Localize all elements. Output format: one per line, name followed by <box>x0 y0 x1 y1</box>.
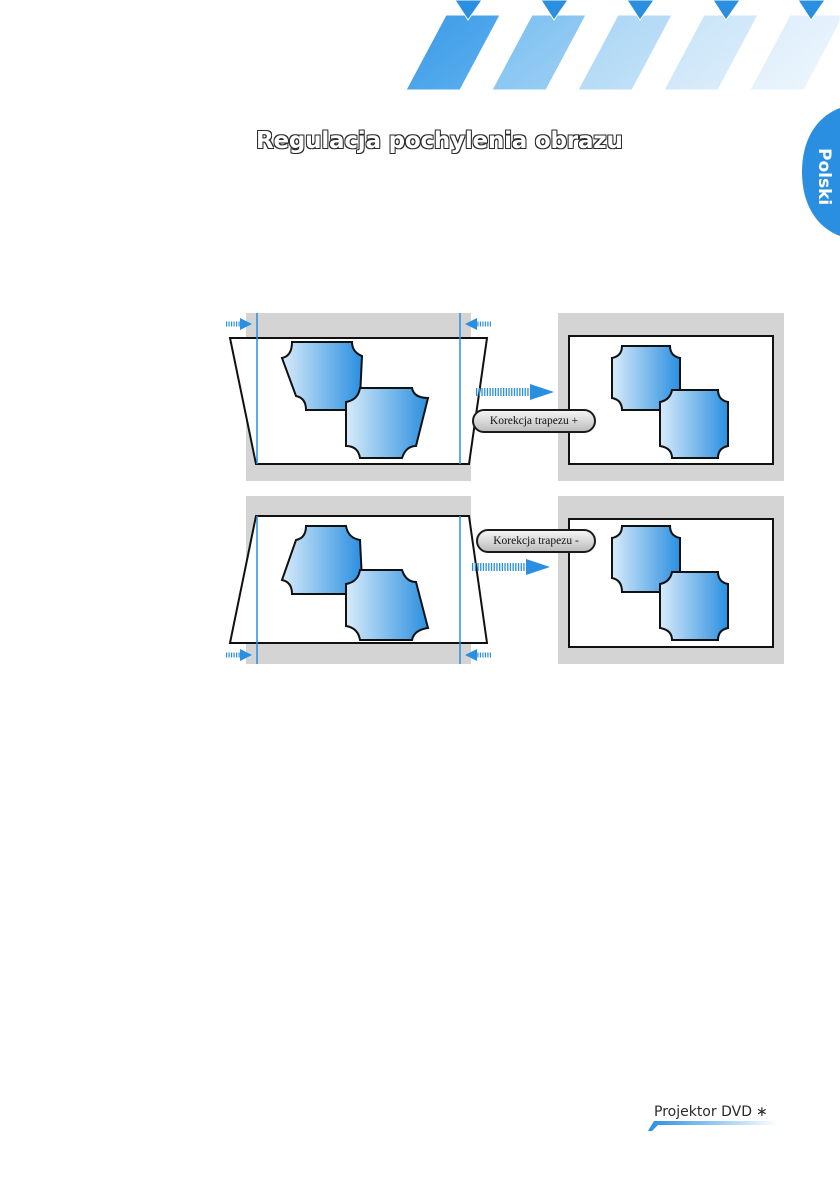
keystone-minus-before <box>226 496 491 664</box>
header-chevron-decoration <box>0 0 840 100</box>
footer-product-name: Projektor DVD <box>654 1104 752 1120</box>
language-tab-label: Polski <box>804 142 834 212</box>
footer-accent-line <box>648 1120 778 1132</box>
keystone-diagram <box>0 300 840 680</box>
keystone-plus-after <box>558 313 784 481</box>
keystone-minus-label: Korekcja trapezu - <box>476 529 596 553</box>
page-title: Regulacja pochylenia obrazu <box>256 128 623 154</box>
page-number: ∗ <box>756 1104 768 1120</box>
keystone-minus-after <box>558 496 784 664</box>
keystone-plus-label: Korekcja trapezu + <box>472 409 596 433</box>
keystone-plus-before <box>226 313 491 481</box>
